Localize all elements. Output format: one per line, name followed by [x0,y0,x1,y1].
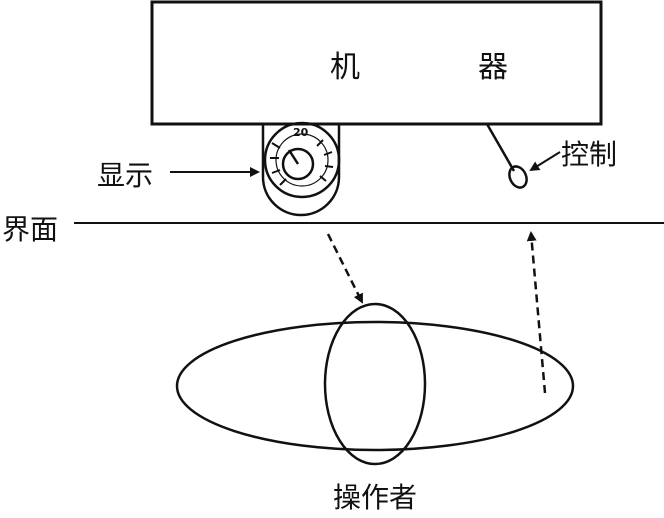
control-pointer-arrow [529,151,561,172]
display-housing [261,124,341,217]
machine-box [150,0,603,126]
control-knob [508,165,528,189]
display-label: 显示 [97,159,154,192]
control-lever [485,123,516,172]
machine-label: 机 器 [330,50,552,85]
operator-shoulders [175,320,575,452]
control-label: 控制 [561,138,618,171]
operator-label: 操作者 [333,481,418,514]
dial-icon [263,121,341,199]
operator-to-control-arrow [526,231,547,394]
operator-head [323,302,427,466]
interface-label: 界面 [2,213,59,246]
dial-number: 20 [293,126,309,139]
display-to-operator-arrow [326,233,364,304]
